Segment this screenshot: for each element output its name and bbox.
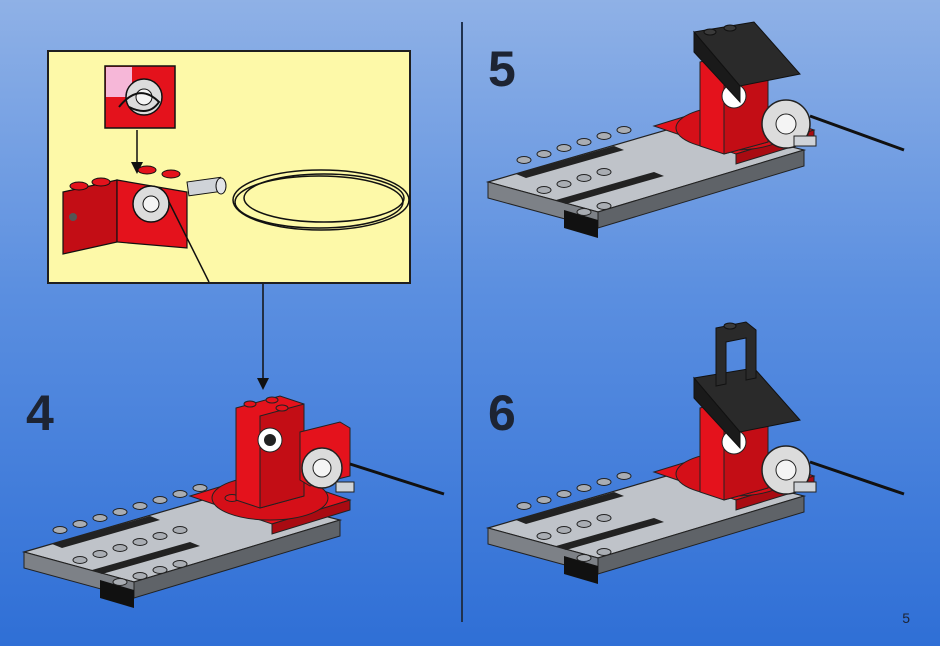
callout-illustration xyxy=(62,65,410,283)
string-line xyxy=(809,114,905,152)
black-rails xyxy=(516,492,664,550)
step-4-model xyxy=(21,395,445,608)
step-number-4: 4 xyxy=(26,385,54,441)
black-hinge-frame xyxy=(715,321,757,387)
string-line xyxy=(809,460,905,496)
string-coil xyxy=(168,169,410,283)
step-number-5: 5 xyxy=(488,41,516,97)
step-number-6: 6 xyxy=(488,385,516,441)
gray-studs xyxy=(52,484,208,586)
column-divider xyxy=(461,22,463,622)
step-5-model xyxy=(485,21,905,238)
black-brick-top xyxy=(693,21,801,104)
red-tower xyxy=(235,395,355,509)
zoom-inset xyxy=(104,65,176,129)
pulley-wheel xyxy=(761,445,817,495)
gray-studs xyxy=(516,126,632,216)
page-number: 5 xyxy=(902,610,910,626)
sub-assembly-callout xyxy=(47,50,411,284)
callout-arrow xyxy=(257,284,269,390)
string-line xyxy=(349,462,445,496)
black-rails xyxy=(516,146,664,204)
gray-studs xyxy=(516,472,632,562)
step-6-model xyxy=(485,321,905,584)
black-rails xyxy=(52,516,200,574)
red-bearing-brick xyxy=(62,165,227,255)
pulley-wheel xyxy=(761,99,817,149)
